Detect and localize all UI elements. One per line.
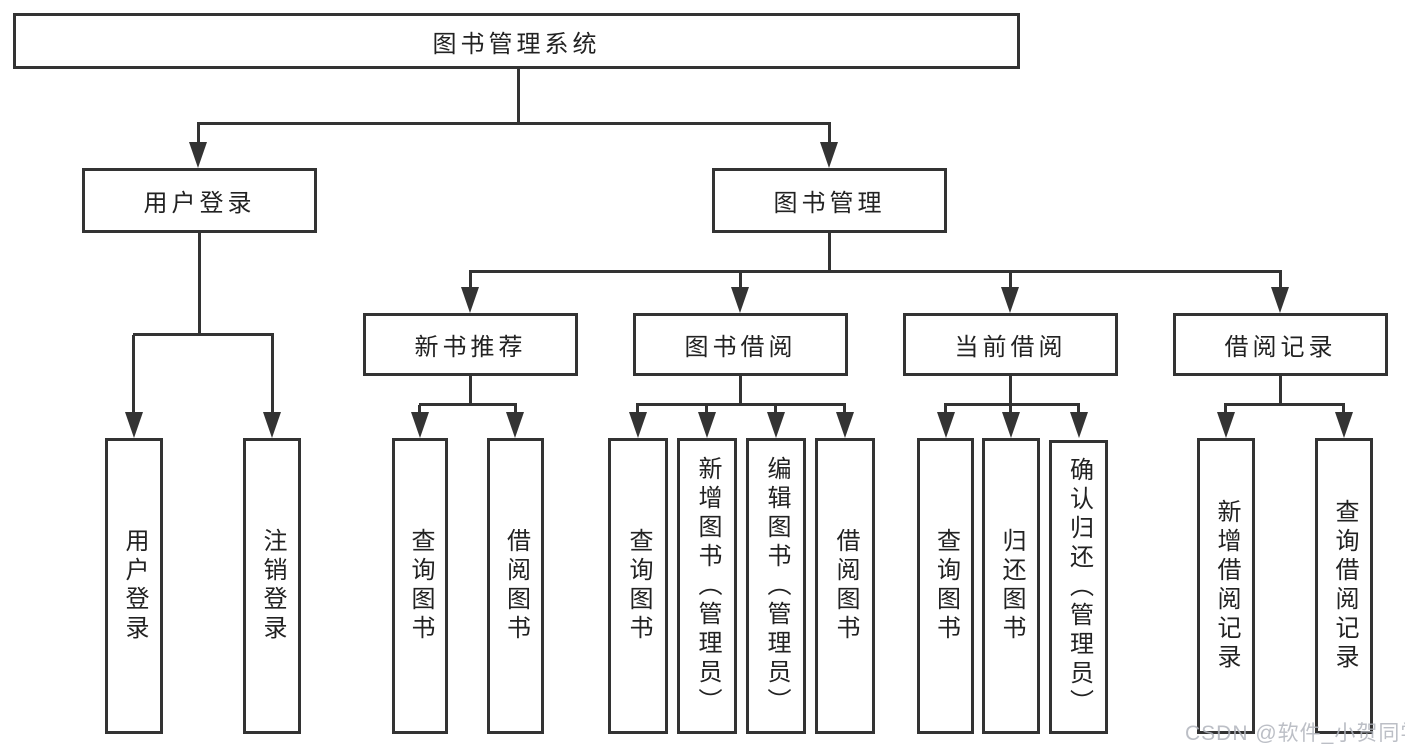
connector-management-stem xyxy=(828,233,831,272)
connector-borrow-stem xyxy=(739,376,742,406)
node-borrow-edit-books-admin: 编辑图书（管理员） xyxy=(746,438,806,734)
node-label: 用户登录 xyxy=(121,528,148,644)
connector-stem-login-leaf-2 xyxy=(271,335,274,414)
node-label: 查询图书 xyxy=(407,528,434,644)
arrow-down-icon xyxy=(189,142,207,168)
connector-stem-leaf xyxy=(1224,405,1227,414)
connector-stem-leaf xyxy=(514,405,517,414)
node-label: 查询图书 xyxy=(625,528,652,644)
node-label: 当前借阅 xyxy=(954,334,1067,361)
node-user-login: 用户登录 xyxy=(82,168,317,233)
node-recommend-borrow-books: 借阅图书 xyxy=(487,438,544,734)
node-records-add-record: 新增借阅记录 xyxy=(1197,438,1255,734)
node-book-management: 图书管理 xyxy=(712,168,947,233)
connector-stem-book-management xyxy=(828,125,831,144)
node-current-return-books: 归还图书 xyxy=(982,438,1040,734)
node-library-management-system: 图书管理系统 xyxy=(13,13,1020,69)
node-borrow-query-books: 查询图书 xyxy=(608,438,668,734)
arrow-down-icon xyxy=(1271,287,1289,313)
connector-stem-recommend xyxy=(469,272,472,289)
node-book-borrowing: 图书借阅 xyxy=(633,313,848,376)
arrow-down-icon xyxy=(767,412,785,438)
connector-stem-leaf xyxy=(843,405,846,414)
node-new-book-recommend: 新书推荐 xyxy=(363,313,578,376)
arrow-down-icon xyxy=(1335,412,1353,438)
node-label: 借阅记录 xyxy=(1224,334,1337,361)
node-label: 确认归还（管理员） xyxy=(1065,456,1093,718)
connector-stem-leaf xyxy=(705,405,708,414)
connector-stem-leaf xyxy=(774,405,777,414)
node-label: 归还图书 xyxy=(998,528,1025,644)
node-login-logout: 注销登录 xyxy=(243,438,301,734)
arrow-down-icon xyxy=(629,412,647,438)
connector-stem-leaf xyxy=(1077,405,1080,414)
node-label: 注销登录 xyxy=(259,528,286,644)
connector-stem-leaf xyxy=(418,405,421,414)
node-label: 图书管理系统 xyxy=(432,30,601,58)
arrow-down-icon xyxy=(836,412,854,438)
arrow-down-icon xyxy=(731,287,749,313)
connector-stem-records xyxy=(1279,272,1282,289)
connector-stem-leaf xyxy=(1009,405,1012,414)
arrow-down-icon xyxy=(698,412,716,438)
arrow-down-icon xyxy=(1001,287,1019,313)
node-label: 借阅图书 xyxy=(832,528,859,644)
connector-level2-branch xyxy=(469,270,1282,273)
arrow-down-icon xyxy=(937,412,955,438)
csdn-watermark: CSDN @软件_小贺同学 xyxy=(1185,722,1405,745)
connector-recommend-branch xyxy=(419,403,517,406)
connector-records-stem xyxy=(1279,376,1282,406)
node-label: 用户登录 xyxy=(143,190,256,217)
arrow-down-icon xyxy=(1217,412,1235,438)
connector-stem-leaf xyxy=(636,405,639,414)
node-label: 查询图书 xyxy=(932,528,960,644)
node-records-query-record: 查询借阅记录 xyxy=(1315,438,1373,734)
node-label: 编辑图书（管理员） xyxy=(763,455,790,717)
arrow-down-icon xyxy=(411,412,429,438)
connector-stem-login-leaf-1 xyxy=(132,335,135,414)
node-label: 借阅图书 xyxy=(502,528,530,644)
node-borrow-add-books-admin: 新增图书（管理员） xyxy=(677,438,737,734)
connector-stem-leaf xyxy=(944,405,947,414)
node-label: 新书推荐 xyxy=(414,334,527,361)
node-recommend-query-books: 查询图书 xyxy=(392,438,448,734)
arrow-down-icon xyxy=(506,412,524,438)
connector-root-stem xyxy=(517,69,520,125)
connector-recommend-stem xyxy=(469,376,472,406)
arrow-down-icon xyxy=(1070,412,1088,438)
connector-stem-current xyxy=(1009,272,1012,289)
connector-stem-user-login xyxy=(197,125,200,144)
arrow-down-icon xyxy=(461,287,479,313)
node-current-confirm-return-admin: 确认归还（管理员） xyxy=(1049,440,1108,734)
node-label: 查询借阅记录 xyxy=(1331,499,1358,673)
node-label: 图书借阅 xyxy=(684,334,797,361)
node-current-borrowing: 当前借阅 xyxy=(903,313,1118,376)
arrow-down-icon xyxy=(1002,412,1020,438)
arrow-down-icon xyxy=(263,412,281,438)
node-borrowing-records: 借阅记录 xyxy=(1173,313,1388,376)
connector-borrow-branch xyxy=(636,403,846,406)
node-login-user-login: 用户登录 xyxy=(105,438,163,734)
connector-login-stem xyxy=(198,233,201,335)
node-label: 新增借阅记录 xyxy=(1213,499,1240,673)
connector-current-stem xyxy=(1009,376,1012,406)
node-current-query-books: 查询图书 xyxy=(917,438,974,734)
connector-current-branch xyxy=(944,403,1080,406)
node-label: 新增图书（管理员） xyxy=(694,455,721,717)
connector-stem-leaf xyxy=(1342,405,1345,414)
arrow-down-icon xyxy=(125,412,143,438)
connector-stem-borrow xyxy=(739,272,742,289)
connector-login-branch xyxy=(133,333,274,336)
connector-root-branch xyxy=(197,122,831,125)
arrow-down-icon xyxy=(820,142,838,168)
connector-records-branch xyxy=(1224,403,1345,406)
node-label: 图书管理 xyxy=(773,190,886,217)
node-borrow-borrow-books: 借阅图书 xyxy=(815,438,875,734)
